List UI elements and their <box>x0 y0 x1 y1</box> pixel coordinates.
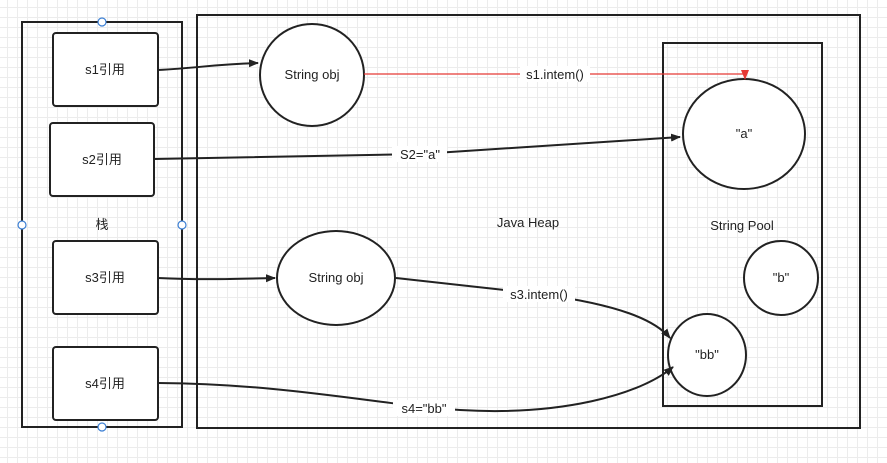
s3-ref-label: s3引用 <box>85 270 125 285</box>
string-obj-2[interactable] <box>276 230 396 326</box>
string-obj-1-label: String obj <box>285 67 340 82</box>
pool-b-circle[interactable] <box>743 240 819 316</box>
selection-handle-top[interactable] <box>97 17 107 27</box>
edge-label-s3-intern: s3.intem() <box>510 287 568 302</box>
pool-bb-label: "bb" <box>695 347 719 362</box>
edge-s3-to-obj2[interactable] <box>157 274 276 283</box>
s2-ref-label: s2引用 <box>82 152 122 167</box>
java-heap-label: Java Heap <box>497 215 559 230</box>
string-pool-box[interactable] <box>662 42 823 407</box>
edge-label-s1-intern: s1.intem() <box>526 67 584 82</box>
edge-label-s2: S2="a" <box>400 147 440 162</box>
pool-bb-circle[interactable] <box>667 313 747 397</box>
s1-ref-label: s1引用 <box>85 62 125 77</box>
selection-handle-right[interactable] <box>177 220 187 230</box>
selection-handle-left[interactable] <box>17 220 27 230</box>
s2-ref-box[interactable] <box>49 122 155 197</box>
edge-label-bg <box>392 146 447 162</box>
edge-label-s4: s4="bb" <box>401 401 446 416</box>
selection-handle-bottom[interactable] <box>97 422 107 432</box>
string-pool-label: String Pool <box>710 218 774 233</box>
stack-label: 栈 <box>95 217 108 232</box>
edge-label-bg <box>503 286 575 302</box>
s3-ref-box[interactable] <box>52 240 159 315</box>
edge-label-bg <box>520 66 590 82</box>
edge-label-bg <box>393 400 455 416</box>
pool-b-label: "b" <box>773 270 790 285</box>
edge-obj1-intern-to-a[interactable] <box>364 70 749 80</box>
pool-a-label: "a" <box>736 126 753 141</box>
string-obj-1[interactable] <box>259 23 365 127</box>
string-obj-2-label: String obj <box>309 270 364 285</box>
edge-s4-to-bb[interactable] <box>157 366 674 413</box>
java-heap-box[interactable] <box>196 14 861 429</box>
s4-ref-label: s4引用 <box>85 376 125 391</box>
edge-s1-to-obj1[interactable] <box>157 59 259 71</box>
